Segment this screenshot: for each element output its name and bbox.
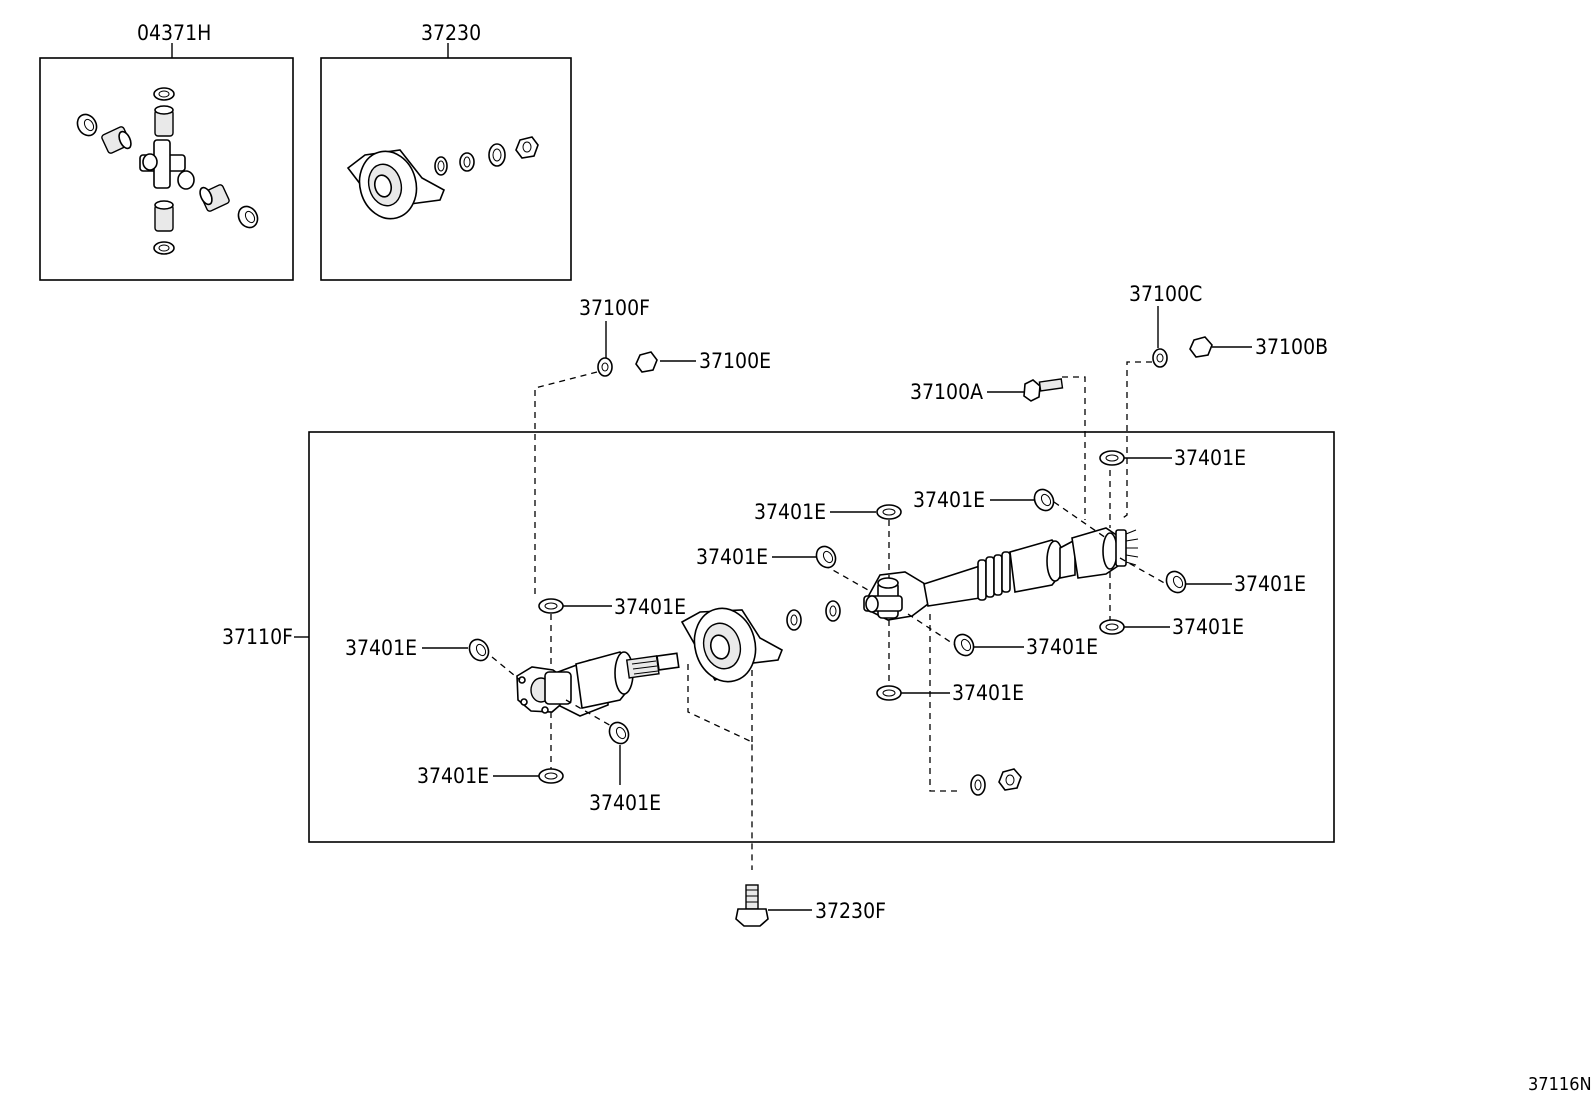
snap-ring-icon [76, 87, 259, 255]
snap-ring-icon [876, 685, 902, 701]
snap-ring-icon [953, 633, 975, 657]
snap-ring-icon [1033, 488, 1055, 512]
snap-ring-icon [1099, 450, 1125, 466]
label-37100C[interactable]: 37100C [1129, 282, 1202, 306]
bearing-cup-icon [101, 105, 230, 232]
nut-icon [515, 136, 539, 159]
label-37401E-9[interactable]: 37401E [614, 595, 686, 619]
rear-propeller-shaft [863, 527, 1139, 621]
rear-flange-icon [1115, 529, 1139, 567]
label-37100E[interactable]: 37100E [699, 349, 771, 373]
center-bearing-icon [346, 149, 446, 220]
label-37401E-11[interactable]: 37401E [589, 791, 661, 815]
universal-joint-spider-icon [139, 139, 195, 190]
kit-box-37230: 37230 [320, 21, 572, 281]
front-propeller-shaft [516, 651, 680, 717]
label-37401E-2[interactable]: 37401E [913, 488, 985, 512]
snap-ring-icon [1099, 619, 1125, 635]
hardware-37100E: 37100E [635, 349, 771, 373]
snap-ring-icon [1165, 570, 1187, 594]
label-37230[interactable]: 37230 [421, 21, 481, 45]
snap-ring-icon [468, 638, 490, 662]
label-04371H[interactable]: 04371H [137, 21, 211, 45]
label-37401E-10[interactable]: 37401E [345, 636, 417, 660]
snap-ring-icon [538, 768, 564, 784]
hardware-37230F: 37230F [735, 884, 886, 927]
bolt-icon [1023, 378, 1064, 402]
hardware-37100B: 37100B [1189, 335, 1328, 359]
bolt-icon [735, 884, 769, 927]
label-37230F[interactable]: 37230F [815, 899, 886, 923]
label-37401E-1[interactable]: 37401E [1174, 446, 1246, 470]
snap-ring-icon [608, 721, 630, 745]
label-37401E-5[interactable]: 37401E [1234, 572, 1306, 596]
snap-rings-37401E: 37401E 37401E 37401E 37401E 37401E [345, 446, 1306, 815]
hardware-37100F: 37100F [534, 296, 650, 595]
snap-ring-icon [876, 504, 902, 520]
kit-box-04371H: 04371H [39, 21, 294, 281]
assembly-box-37110F: 37110F [222, 431, 1335, 843]
center-bearing-assembly [680, 600, 841, 870]
washer-nut-rear [970, 768, 1022, 796]
label-37100F[interactable]: 37100F [579, 296, 650, 320]
label-37401E-4[interactable]: 37401E [696, 545, 768, 569]
washer-icon [434, 143, 506, 176]
snap-ring-icon [815, 545, 837, 569]
snap-ring-icon [538, 598, 564, 614]
boot-icon [977, 551, 1011, 601]
diagram-code: 37116N [1528, 1074, 1592, 1095]
label-37401E-7[interactable]: 37401E [1026, 635, 1098, 659]
label-37401E-6[interactable]: 37401E [1172, 615, 1244, 639]
label-37100B[interactable]: 37100B [1255, 335, 1328, 359]
label-37401E-8[interactable]: 37401E [952, 681, 1024, 705]
label-37401E-3[interactable]: 37401E [754, 500, 826, 524]
label-37100A[interactable]: 37100A [910, 380, 983, 404]
label-37401E-12[interactable]: 37401E [417, 764, 489, 788]
label-37110F[interactable]: 37110F [222, 625, 293, 649]
hardware-37100C: 37100C [1119, 282, 1202, 521]
hardware-37100A: 37100A [910, 376, 1086, 520]
